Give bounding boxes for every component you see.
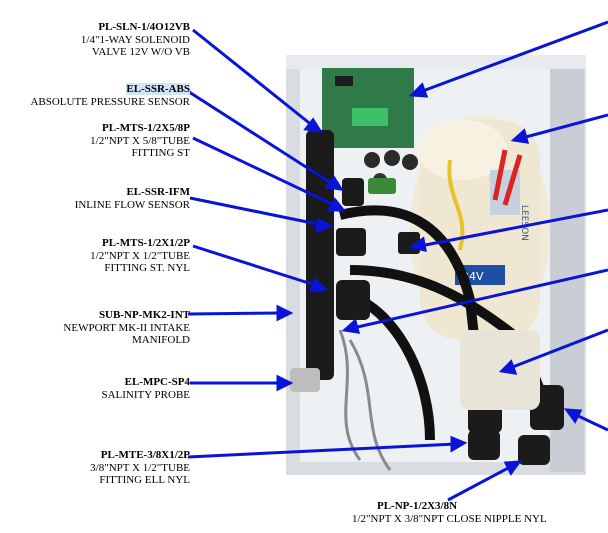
arrow-right-1 bbox=[408, 20, 608, 98]
arrow-right-5 bbox=[498, 328, 608, 375]
circuit-board-connector bbox=[352, 108, 388, 126]
part-description: SALINITY PROBE bbox=[101, 388, 190, 401]
arrow-close-nipple bbox=[447, 460, 523, 502]
part-number: PL-SLN-1/4O12VB bbox=[98, 21, 190, 33]
enclosure-top-edge bbox=[286, 55, 586, 69]
arrow-right-2 bbox=[510, 113, 608, 144]
part-description: 1/2"NPT X 3/8"NPT CLOSE NIPPLE NYL bbox=[352, 512, 547, 525]
part-number: PL-MTS-1/2X5/8P bbox=[102, 122, 190, 134]
part-number: PL-MTE-3/8X1/2P bbox=[100, 449, 190, 461]
pump-head bbox=[460, 330, 540, 410]
arrow-right-4 bbox=[341, 268, 608, 334]
part-description: 1/2"NPT X 1/2"TUBE bbox=[90, 249, 190, 262]
label-pressure-sensor: EL-SSR-ABS ABSOLUTE PRESSURE SENSOR bbox=[30, 83, 190, 108]
part-number: PL-MTS-1/2X1/2P bbox=[102, 237, 190, 249]
part-description: FITTING ST bbox=[131, 147, 190, 159]
label-flow-sensor: EL-SSR-IFM INLINE FLOW SENSOR bbox=[75, 186, 190, 211]
salinity-probe bbox=[290, 368, 320, 392]
arrow-solenoid bbox=[192, 28, 324, 133]
arrow-right-6 bbox=[563, 408, 608, 432]
part-description: MANIFOLD bbox=[131, 334, 190, 346]
flow-sensor bbox=[368, 178, 396, 194]
solenoid-cylinder bbox=[306, 130, 334, 380]
arrow-right-3 bbox=[408, 208, 608, 252]
highlighted-part-number: EL-SSR-ABS bbox=[126, 83, 190, 95]
motor-brand: LEESON bbox=[519, 205, 529, 241]
gray-cables bbox=[338, 329, 392, 471]
part-description: FITTING ST. NYL bbox=[104, 262, 190, 274]
label-fitting-st: PL-MTS-1/2X5/8P 1/2"NPT X 5/8"TUBE FITTI… bbox=[90, 122, 190, 160]
label-intake-manifold: SUB-NP-MK2-INT NEWPORT MK-II INTAKE MANI… bbox=[63, 309, 190, 347]
arrow-pressure-sensor bbox=[185, 88, 345, 191]
part-description: VALVE 12V W/O VB bbox=[91, 46, 190, 58]
arrow-fitting-st bbox=[192, 136, 347, 212]
part-number: EL-MPC-SP4 bbox=[124, 376, 190, 388]
red-wires bbox=[492, 149, 523, 206]
part-number: SUB-NP-MK2-INT bbox=[98, 309, 190, 321]
circuit-board-chip bbox=[335, 76, 353, 86]
arrow-intake-manifold bbox=[187, 304, 294, 322]
part-number: EL-SSR-ABS bbox=[30, 83, 190, 96]
label-solenoid-valve: PL-SLN-1/4O12VB 1/4"1-WAY SOLENOID VALVE… bbox=[81, 21, 190, 59]
part-description: 1/4"1-WAY SOLENOID bbox=[80, 33, 190, 46]
part-description: INLINE FLOW SENSOR bbox=[74, 198, 190, 211]
arrow-ell-fitting bbox=[187, 435, 468, 459]
part-description: 1/2"NPT X 5/8"TUBE bbox=[90, 134, 190, 147]
arrow-fitting-nyl bbox=[192, 244, 329, 293]
part-description: FITTING ELL NYL bbox=[99, 474, 190, 486]
part-number: EL-SSR-IFM bbox=[126, 186, 190, 198]
callout-arrows bbox=[185, 20, 608, 502]
label-fitting-nyl: PL-MTS-1/2X1/2P 1/2"NPT X 1/2"TUBE FITTI… bbox=[90, 237, 190, 275]
label-close-nipple: PL-NP-1/2X3/8N 1/2"NPT X 3/8"NPT CLOSE N… bbox=[352, 500, 547, 525]
part-description: ABSOLUTE PRESSURE SENSOR bbox=[30, 95, 190, 108]
label-salinity-probe: EL-MPC-SP4 SALINITY PROBE bbox=[101, 376, 190, 401]
part-description: 3/8"NPT X 1/2"TUBE bbox=[90, 461, 190, 474]
arrow-flow-sensor bbox=[189, 196, 334, 234]
part-number: PL-NP-1/2X3/8N bbox=[376, 500, 458, 512]
part-description: NEWPORT MK-II INTAKE bbox=[63, 321, 190, 334]
label-ell-fitting: PL-MTE-3/8X1/2P 3/8"NPT X 1/2"TUBE FITTI… bbox=[90, 449, 190, 487]
arrow-salinity-probe bbox=[190, 374, 294, 392]
